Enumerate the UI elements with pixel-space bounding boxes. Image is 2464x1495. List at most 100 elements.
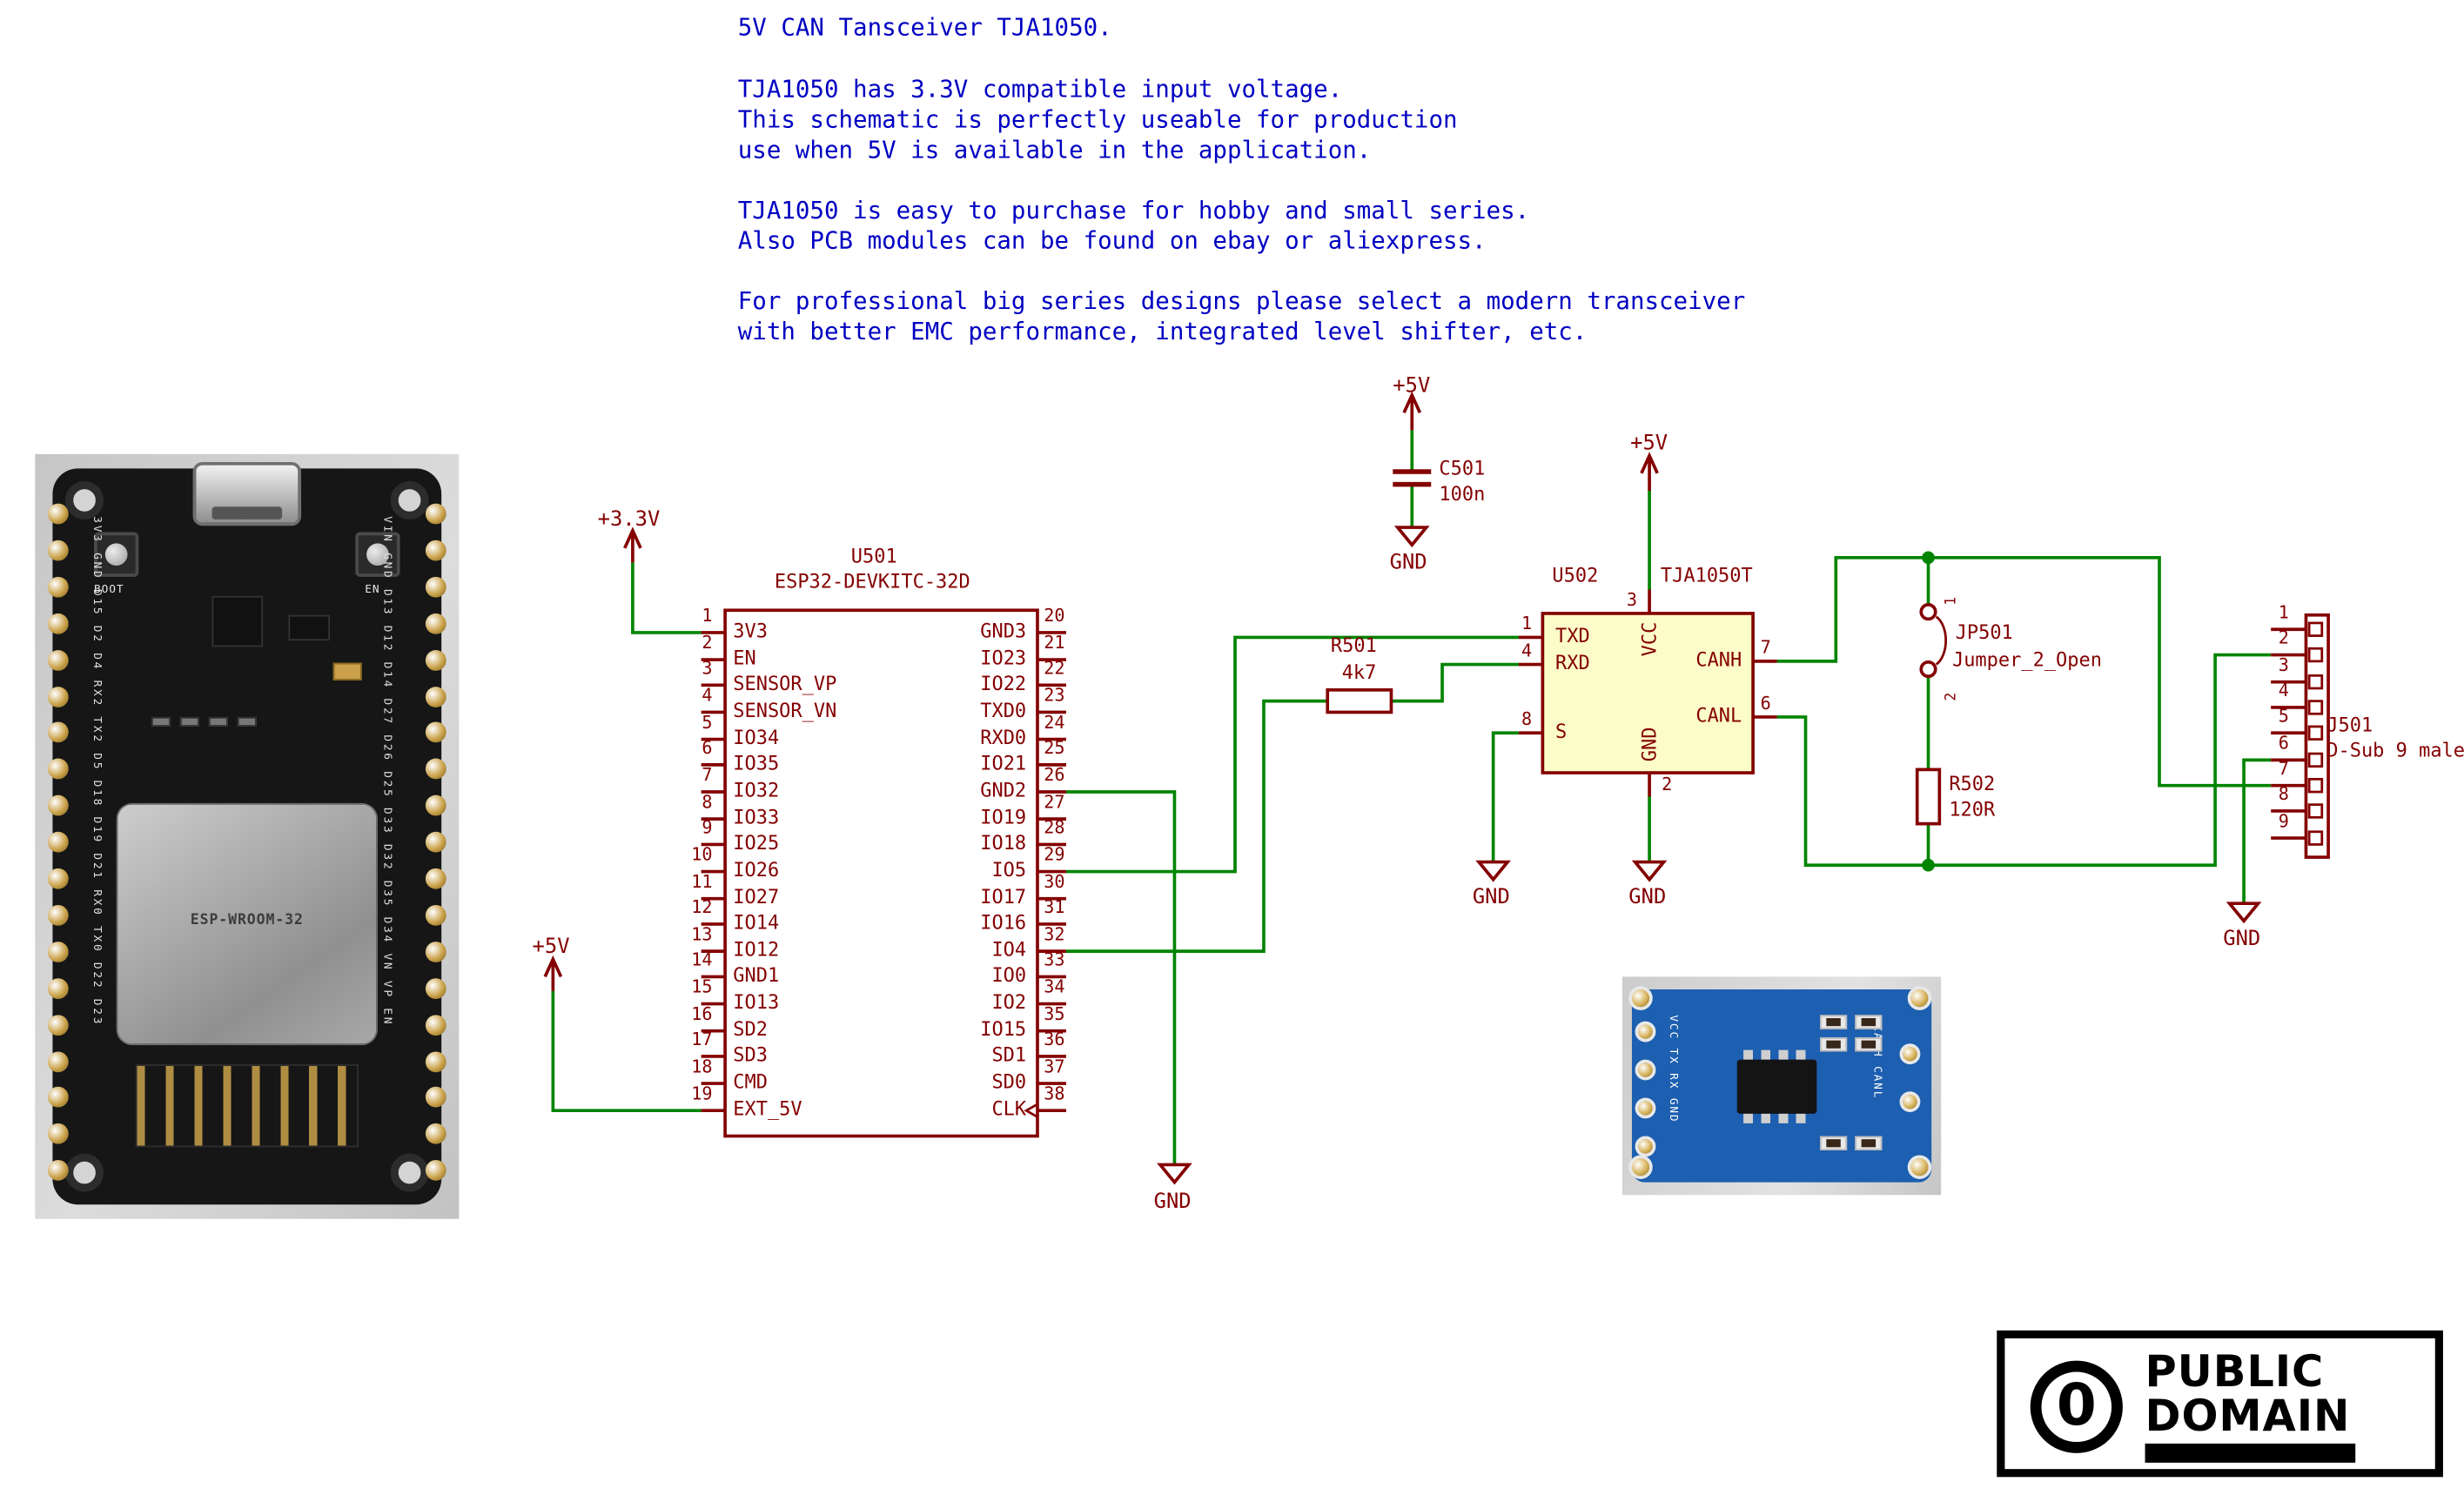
u501-pin-name: IO34 [733, 726, 780, 749]
smd-component [1820, 1015, 1848, 1029]
board-pin-hole [425, 1086, 446, 1108]
power-label-5v: +5V [1393, 374, 1431, 399]
u501-pin-name: IO12 [733, 938, 780, 962]
u501-pin-number: 1 [702, 605, 713, 627]
wire-s-to-gnd [1491, 731, 1519, 862]
j501-value: D-Sub 9 male [2326, 739, 2464, 762]
u501-pin-name: IO22 [980, 672, 1027, 695]
note-line: This schematic is perfectly useable for … [737, 104, 1458, 134]
u502-pin-number: 2 [1662, 774, 1673, 795]
u501-pin-number: 35 [1044, 1003, 1065, 1025]
u502-pin-number: 7 [1760, 637, 1771, 659]
j501-pin-contact [2307, 777, 2324, 794]
u501-pin-number: 4 [702, 685, 713, 707]
board-pin-hole [425, 721, 446, 743]
u501-pin-number: 26 [1044, 764, 1065, 786]
u501-pin-number: 11 [691, 871, 713, 893]
u501-pin-name: IO26 [733, 858, 780, 882]
u501-pin-name: EN [733, 647, 756, 670]
note-line: use when 5V is available in the applicat… [737, 135, 1372, 164]
micro-usb-connector [192, 461, 302, 526]
mounting-hole [65, 1153, 104, 1192]
power-arrow-5v [1402, 391, 1422, 431]
jp501-open-arc [1935, 615, 1947, 666]
wire-3v3-to-pin1 [631, 562, 702, 634]
u501-pin-name: IO33 [733, 806, 780, 829]
module-label: ESP-WROOM-32 [190, 913, 304, 929]
power-label-5v: +5V [1630, 432, 1668, 456]
module-pad [1907, 1155, 1932, 1179]
gnd-label: GND [1153, 1190, 1192, 1215]
u501-pin-name: TXD0 [980, 699, 1027, 722]
wire-canl [1776, 653, 2272, 868]
j501-pin-contact [2307, 725, 2324, 741]
u501-value: ESP32-DEVKITC-32D [774, 570, 970, 593]
u502-pin-number: 3 [1626, 589, 1638, 611]
u502-reference: U502 [1552, 564, 1599, 587]
u501-pin-number: 8 [702, 792, 713, 813]
c501-reference: C501 [1439, 457, 1486, 480]
module-pad [1635, 1136, 1656, 1157]
r501-value: 4k7 [1341, 660, 1377, 684]
j501-pin-contact [2307, 647, 2324, 663]
u501-pin-number: 37 [1044, 1056, 1065, 1077]
mounting-hole [390, 1153, 429, 1192]
can-module-board: VCC TX RX GND CANH CANL [1628, 986, 1932, 1183]
can-left-labels: VCC TX RX GND [1667, 1015, 1680, 1123]
u501-pin-name: IO16 [980, 911, 1027, 934]
u502-pin-number: 1 [1521, 613, 1533, 634]
right-pin-labels: VIN GND D13 D12 D14 D27 D26 D25 D33 D32 … [380, 516, 394, 1027]
u501-pin-name: GND2 [980, 779, 1027, 801]
u501-pin-name: SD3 [733, 1043, 768, 1066]
can-module-photo: VCC TX RX GND CANH CANL [1621, 976, 1942, 1196]
board-pin-hole [47, 650, 69, 671]
power-label-3v3: +3.3V [597, 508, 661, 533]
u501-pin-number: 17 [691, 1029, 713, 1050]
u501-pin-number: 30 [1044, 871, 1065, 893]
u501-pin-number: 19 [691, 1083, 713, 1104]
board-pin-hole [425, 687, 446, 707]
u501-pin-number: 38 [1044, 1083, 1065, 1104]
mounting-hole [65, 480, 104, 520]
can-right-labels: CANH CANL [1870, 1024, 1884, 1100]
u501-pin-number: 16 [691, 1003, 713, 1025]
board-pin-hole [47, 503, 69, 525]
board-pin-hole [47, 687, 69, 707]
note-line: TJA1050 is easy to purchase for hobby an… [737, 196, 1530, 225]
u501-pin-number: 14 [691, 949, 713, 971]
u501-reference: U501 [850, 545, 897, 567]
board-pin-hole [425, 650, 446, 671]
jp501-pin-number: 2 [1944, 692, 1961, 701]
u501-pin-name: IO5 [991, 858, 1027, 882]
wire-j501-gnd [2242, 758, 2272, 904]
u501-pin-name: SD1 [991, 1043, 1027, 1066]
u501-pin-name: CLK [991, 1097, 1027, 1121]
en-button-label: EN [365, 583, 380, 596]
u501-pin-number: 15 [691, 976, 713, 998]
u501-pin-name: GND1 [733, 963, 780, 987]
jp501-value: Jumper_2_Open [1951, 648, 2102, 671]
module-pad [1628, 986, 1653, 1010]
board-pin-hole [425, 1123, 446, 1144]
capacitor [332, 662, 362, 680]
jp501-pin-number: 1 [1944, 596, 1961, 606]
u501-pin-name: IO17 [980, 886, 1027, 908]
u502-pin-name-s: S [1555, 720, 1568, 743]
u501-pin-name: IO14 [733, 911, 780, 934]
smd-resistor [151, 716, 171, 727]
power-label-5v: +5V [532, 935, 570, 960]
u501-pin-name: IO15 [980, 1018, 1027, 1041]
junction-dots [1922, 551, 1935, 872]
r502-body [1915, 768, 1942, 826]
u501-pin-number: 5 [702, 712, 713, 734]
power-arrow-3v3 [623, 526, 642, 563]
u501-pin-number: 10 [691, 844, 713, 866]
wire-canh [1776, 556, 2272, 788]
u501-pin-name: IO13 [733, 990, 780, 1014]
u501-pin-name: EXT_5V [733, 1097, 802, 1121]
u501-pin-name: IO27 [733, 886, 780, 908]
en-button [355, 532, 400, 577]
r501-reference: R501 [1330, 634, 1377, 657]
pd-zero-mark: 0 [2030, 1360, 2123, 1453]
